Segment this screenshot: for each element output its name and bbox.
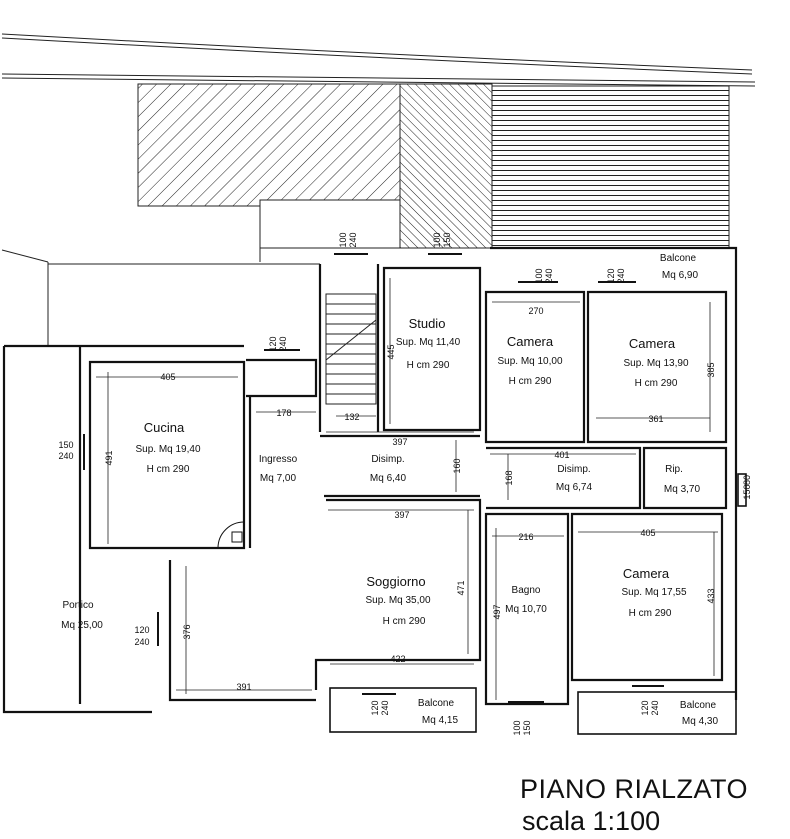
dim-168: 168 [504, 470, 514, 485]
open-rpb: 150 [742, 484, 752, 499]
open-bla: 120 [370, 700, 380, 715]
camera1-name: Camera [507, 334, 554, 349]
camera2-area: Sup. Mq 13,90 [623, 358, 688, 369]
open-k2a: 150 [58, 440, 73, 450]
open-bra: 120 [640, 700, 650, 715]
open-blb: 240 [380, 700, 390, 715]
dim-361: 361 [648, 414, 663, 424]
open-t1b: 240 [348, 232, 358, 247]
open-c2a: 120 [606, 268, 616, 283]
open-rpa: 80 [742, 475, 752, 485]
camera3-name: Camera [623, 566, 670, 581]
open-c1a: 100 [534, 268, 544, 283]
balcone-right-area: Mq 4,30 [682, 716, 719, 727]
dim-216: 216 [518, 532, 533, 542]
camera2-name: Camera [629, 336, 676, 351]
studio-name: Studio [409, 316, 446, 331]
dim-376: 376 [182, 624, 192, 639]
disimp1-name: Disimp. [371, 454, 404, 465]
studio-area: Sup. Mq 11,40 [396, 337, 461, 348]
room-labels: Studio Sup. Mq 11,40 H cm 290 Camera Sup… [61, 253, 718, 727]
ingresso-area: Mq 7,00 [260, 473, 297, 484]
dim-445: 445 [386, 344, 396, 359]
opening-labels: 100 240 100 150 100 240 120 240 120 240 … [58, 232, 752, 735]
open-pa: 120 [134, 625, 149, 635]
dim-132: 132 [344, 412, 359, 422]
dim-178: 178 [276, 408, 291, 418]
balcone-top-area: Mq 6,90 [662, 270, 699, 281]
soggiorno-height: H cm 290 [383, 616, 426, 627]
dim-497: 497 [492, 604, 502, 619]
dim-401: 401 [554, 450, 569, 460]
plan-scale: scala 1:100 [522, 806, 661, 836]
open-k2b: 240 [58, 451, 73, 461]
dim-433: 433 [706, 588, 716, 603]
cucina-name: Cucina [144, 420, 185, 435]
dim-391: 391 [236, 682, 251, 692]
soggiorno-name: Soggiorno [366, 574, 425, 589]
dim-385: 385 [706, 362, 716, 377]
open-k1b: 240 [278, 336, 288, 351]
camera3-height: H cm 290 [629, 608, 672, 619]
open-c1b: 240 [544, 268, 554, 283]
rip-area: Mq 3,70 [664, 484, 701, 495]
disimp1-area: Mq 6,40 [370, 473, 407, 484]
street-lines [1, 33, 756, 346]
ingresso-name: Ingresso [259, 454, 298, 465]
open-c2b: 240 [616, 268, 626, 283]
dimension-lines [96, 278, 718, 700]
dim-491: 491 [104, 450, 114, 465]
dim-471: 471 [456, 580, 466, 595]
portico-area: Mq 25,00 [61, 620, 103, 631]
balcone-right-name: Balcone [680, 700, 717, 711]
open-t2a: 100 [432, 232, 442, 247]
balconies [329, 473, 747, 735]
cucina-area: Sup. Mq 19,40 [135, 444, 200, 455]
camera3-area: Sup. Mq 17,55 [621, 587, 686, 598]
balcone-top-name: Balcone [660, 253, 697, 264]
dim-397b: 397 [394, 510, 409, 520]
bagno-area: Mq 10,70 [505, 604, 547, 615]
staircase [325, 293, 377, 405]
open-bga: 100 [512, 720, 522, 735]
open-pb: 240 [134, 637, 149, 647]
dim-397a: 397 [392, 437, 407, 447]
camera1-area: Sup. Mq 10,00 [497, 356, 562, 367]
dim-405a: 405 [160, 372, 175, 382]
open-brb: 240 [650, 700, 660, 715]
dimension-labels: 405 491 178 132 445 270 385 361 397 401 … [104, 306, 716, 692]
dim-405b: 405 [640, 528, 655, 538]
portico-name: Portico [62, 600, 94, 611]
dim-422: 422 [390, 654, 405, 664]
open-t1a: 100 [338, 232, 348, 247]
plan-title: PIANO RIALZATO [520, 774, 749, 804]
cucina-height: H cm 290 [147, 464, 190, 475]
rip-name: Rip. [665, 464, 683, 475]
balcone-left-name: Balcone [418, 698, 455, 709]
bagno-name: Bagno [512, 585, 541, 596]
dim-160: 160 [452, 458, 462, 473]
studio-height: H cm 290 [407, 360, 450, 371]
disimp2-area: Mq 6,74 [556, 482, 593, 493]
hatched-areas [137, 83, 730, 262]
camera2-height: H cm 290 [635, 378, 678, 389]
open-t2b: 150 [442, 232, 452, 247]
disimp2-name: Disimp. [557, 464, 590, 475]
openings-marks [83, 253, 664, 703]
walls [2, 246, 738, 714]
soggiorno-area: Sup. Mq 35,00 [365, 595, 430, 606]
open-bgb: 150 [522, 720, 532, 735]
dim-270: 270 [528, 306, 543, 316]
camera1-height: H cm 290 [509, 376, 552, 387]
balcone-left-area: Mq 4,15 [422, 715, 459, 726]
open-k1a: 120 [268, 336, 278, 351]
